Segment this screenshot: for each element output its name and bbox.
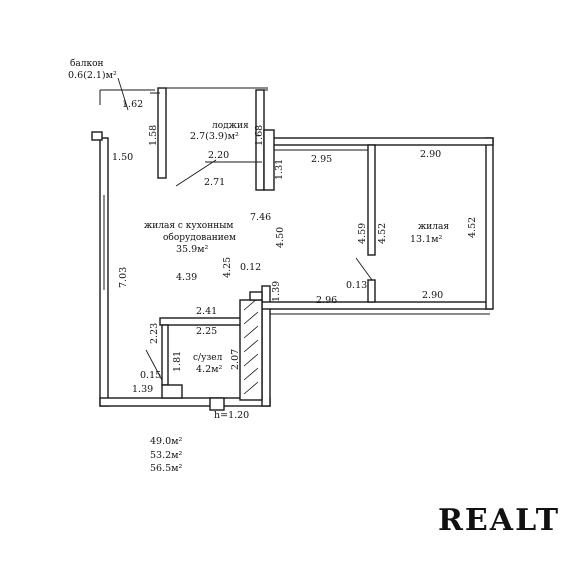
dim-0-12: 0.12 [240,262,261,273]
dim-2-90-bottom: 2.90 [422,290,443,301]
dimensions: 1.62 1.58 1.68 1.50 2.20 2.71 1.31 2.95 … [112,99,478,421]
dim-2-90-top: 2.90 [420,149,441,160]
dim-4-50: 4.50 [275,227,286,248]
wall-bedroom-right [485,137,494,310]
dim-2-20: 2.20 [208,150,229,161]
dim-1-39-left: 1.39 [132,384,153,395]
wall-top [269,137,494,146]
room-labels: балкон 0.6(2.1)м² лоджия 2.7(3.9)м² жила… [68,58,449,375]
walls [91,87,494,411]
bedroom-name: жилая [418,222,449,232]
dim-h-1-20: h=1.20 [214,410,249,421]
loggia-area: 2.7(3.9)м² [190,131,239,142]
wall-bathroom-right [239,299,263,401]
dim-2-25: 2.25 [196,326,217,337]
balcony-name: балкон [70,58,104,69]
dim-1-50: 1.50 [112,152,133,163]
bedroom-area: 13.1м² [410,234,443,245]
dim-4-52-left: 4.52 [377,223,388,244]
leaders [117,77,129,111]
dim-1-68: 1.68 [254,125,265,146]
watermark-logo: REALT [438,503,560,538]
total-living: 49.0м² [150,436,183,447]
loggia-name: лоджия [212,121,249,131]
wall-bathroom-top [159,317,247,326]
bathroom-name: с/узел [193,353,223,363]
living-kitchen-area: 35.9м² [176,244,209,255]
total-gross: 56.5м² [150,463,183,474]
dim-4-59: 4.59 [357,223,368,244]
dim-7-03: 7.03 [118,267,129,288]
dim-7-46: 7.46 [250,212,271,223]
dim-2-96: 2.96 [316,295,337,306]
dim-0-13: 0.13 [346,280,367,291]
wall-bathroom-left [161,324,169,386]
dim-1-39-right: 1.39 [271,281,282,302]
area-totals: 49.0м² 53.2м² 56.5м² [150,436,183,474]
dim-1-58: 1.58 [148,125,159,146]
balcony-area: 0.6(2.1)м² [68,70,117,81]
dim-1-62: 1.62 [122,99,143,110]
living-kitchen-name-2: оборудованием [163,232,236,243]
living-kitchen-name-1: жилая с кухонным [144,221,233,231]
dim-4-25: 4.25 [222,257,233,278]
dim-2-41: 2.41 [196,306,217,317]
dim-1-81: 1.81 [172,351,183,372]
dim-2-07: 2.07 [230,349,241,370]
dim-2-95: 2.95 [311,154,332,165]
wall-partition-bedroom [367,144,376,256]
dim-2-71: 2.71 [204,177,225,188]
dim-0-15: 0.15 [140,370,161,381]
bathroom-area: 4.2м² [196,364,222,375]
total-area: 53.2м² [150,450,183,461]
dim-1-31: 1.31 [274,159,285,180]
dim-4-52-right: 4.52 [467,217,478,238]
wall-loggia-left [157,87,167,179]
dim-4-39: 4.39 [176,272,197,283]
dim-2-23: 2.23 [149,323,160,344]
wall-bedroom-bottom [261,301,493,310]
